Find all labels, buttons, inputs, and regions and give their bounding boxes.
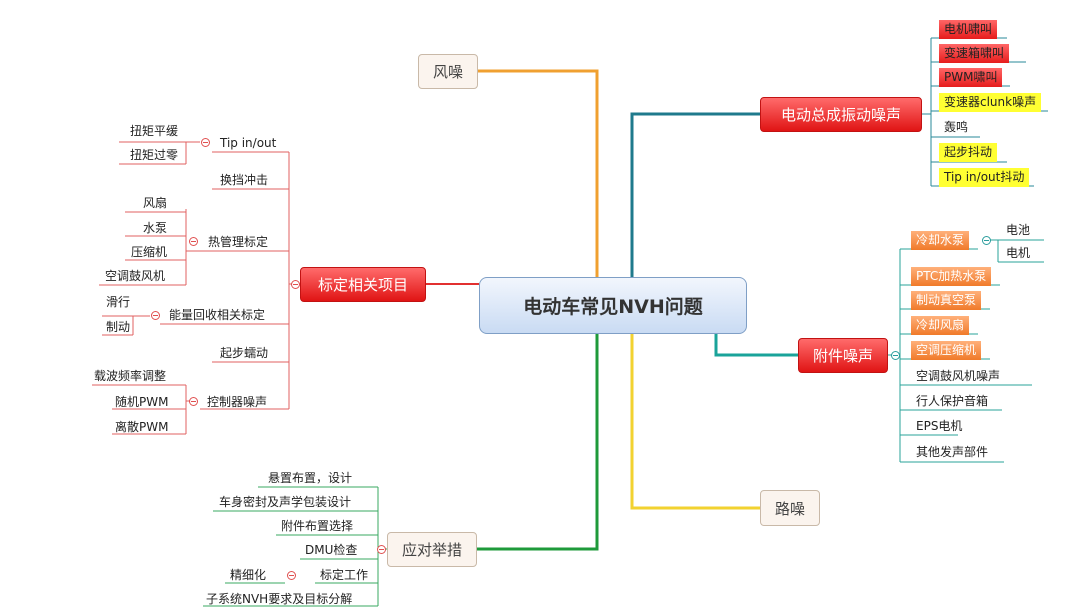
node-clunk-noise[interactable]: 变速器clunk噪声: [939, 93, 1042, 112]
node-pedestrian-speaker[interactable]: 行人保护音箱: [916, 394, 989, 408]
branch-countermeasures[interactable]: 应对举措: [387, 532, 477, 567]
node-calibration-work[interactable]: 标定工作: [320, 568, 369, 582]
collapse-toggle-icon[interactable]: [291, 280, 300, 289]
collapse-toggle-icon[interactable]: [201, 138, 210, 147]
node-carrier-frequency[interactable]: 载波频率调整: [94, 369, 167, 383]
calibration-links: [92, 141, 300, 435]
collapse-toggle-icon[interactable]: [189, 237, 198, 246]
node-braking[interactable]: 制动: [106, 320, 131, 334]
node-discrete-pwm[interactable]: 离散PWM: [115, 420, 169, 434]
node-ac-blower-noise[interactable]: 空调鼓风机噪声: [916, 369, 1001, 383]
node-eps-motor[interactable]: EPS电机: [916, 419, 963, 433]
node-torque-smooth[interactable]: 扭矩平缓: [130, 124, 179, 138]
node-controller-noise[interactable]: 控制器噪声: [207, 395, 268, 409]
branch-road-noise[interactable]: 路噪: [760, 490, 820, 526]
collapse-toggle-icon[interactable]: [982, 236, 991, 245]
node-body-sealing[interactable]: 车身密封及声学包装设计: [219, 495, 352, 509]
node-accessory-layout[interactable]: 附件布置选择: [281, 519, 354, 533]
node-motor[interactable]: 电机: [1006, 246, 1031, 260]
node-random-pwm[interactable]: 随机PWM: [115, 395, 169, 409]
node-motor-whine[interactable]: 电机啸叫: [939, 20, 998, 39]
link-powertrain: [630, 112, 760, 277]
node-launch-shudder[interactable]: 起步抖动: [939, 143, 998, 162]
node-other-parts[interactable]: 其他发声部件: [916, 445, 989, 459]
node-tip-shudder[interactable]: Tip in/out抖动: [939, 168, 1030, 187]
node-gearbox-whine[interactable]: 变速箱啸叫: [939, 44, 1010, 63]
link-accessory: [714, 334, 798, 357]
node-regen-calibration[interactable]: 能量回收相关标定: [169, 308, 266, 322]
collapse-toggle-icon[interactable]: [151, 311, 160, 320]
node-mount-design[interactable]: 悬置布置，设计: [268, 471, 353, 485]
branch-calibration[interactable]: 标定相关项目: [300, 267, 426, 302]
node-fan[interactable]: 风扇: [143, 196, 168, 210]
node-subsystem-targets[interactable]: 子系统NVH要求及目标分解: [206, 592, 353, 606]
node-cooling-fan[interactable]: 冷却风扇: [911, 316, 970, 335]
root-node[interactable]: 电动车常见NVH问题: [479, 277, 747, 334]
branch-wind-noise[interactable]: 风噪: [418, 54, 478, 89]
node-torque-zero-cross[interactable]: 扭矩过零: [130, 148, 179, 162]
node-coasting[interactable]: 滑行: [106, 295, 131, 309]
link-road: [630, 334, 760, 510]
node-tip-inout[interactable]: Tip in/out: [220, 136, 277, 150]
link-countermeasure: [477, 334, 599, 551]
node-vacuum-pump[interactable]: 制动真空泵: [911, 291, 982, 310]
node-refinement[interactable]: 精细化: [230, 568, 267, 582]
collapse-toggle-icon[interactable]: [891, 351, 900, 360]
node-pwm-whine[interactable]: PWM啸叫: [939, 68, 1003, 87]
node-compressor[interactable]: 压缩机: [131, 245, 168, 259]
node-ac-compressor[interactable]: 空调压缩机: [911, 341, 982, 360]
link-wind: [478, 69, 599, 277]
node-ac-blower[interactable]: 空调鼓风机: [105, 269, 166, 283]
node-thermal-calibration[interactable]: 热管理标定: [208, 235, 269, 249]
branch-powertrain-vibration[interactable]: 电动总成振动噪声: [760, 97, 922, 132]
node-water-pump[interactable]: 水泵: [143, 221, 168, 235]
collapse-toggle-icon[interactable]: [377, 545, 386, 554]
node-dmu-check[interactable]: DMU检查: [305, 543, 358, 557]
node-battery[interactable]: 电池: [1006, 223, 1031, 237]
node-ptc-pump[interactable]: PTC加热水泵: [911, 267, 992, 286]
node-creep[interactable]: 起步蠕动: [220, 346, 269, 360]
node-coolant-pump[interactable]: 冷却水泵: [911, 231, 970, 250]
node-shift-impact[interactable]: 换挡冲击: [220, 173, 269, 187]
collapse-toggle-icon[interactable]: [287, 571, 296, 580]
branch-accessory-noise[interactable]: 附件噪声: [798, 338, 888, 373]
collapse-toggle-icon[interactable]: [189, 397, 198, 406]
node-boom[interactable]: 轰鸣: [944, 120, 969, 134]
